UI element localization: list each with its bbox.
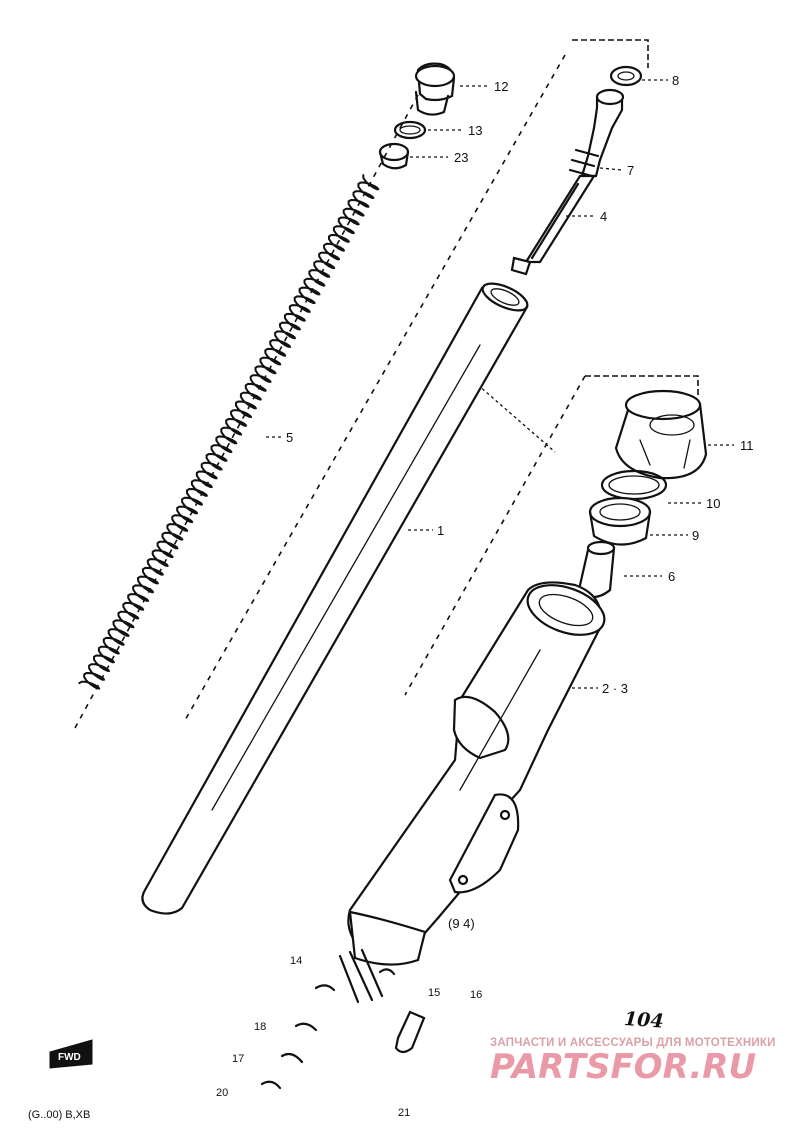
callout-23: 23 [454,150,468,165]
callout-21: 21 [398,1107,410,1119]
part-bottom-hardware [260,948,426,1090]
part-oil-seal [588,496,652,546]
part-outer-tube [347,581,606,966]
part-o-ring [393,120,427,140]
forward-arrow-marker: FWD [49,1039,93,1069]
leader-lines [266,79,734,689]
part-fork-spring [78,174,380,690]
callout-9-4: (9 4) [448,916,475,931]
callout-12: 12 [494,79,508,94]
callout-10: 10 [706,496,720,511]
callout-17: 17 [232,1053,244,1065]
model-caption: (G..00) B,XB [28,1109,90,1121]
page-number: 104 [623,1008,664,1033]
forward-marker-label: FWD [58,1052,81,1063]
centerline-inner-tube [183,54,566,723]
part-spacer [378,142,410,170]
bracket-upper-group [572,39,649,68]
callout-7: 7 [627,163,634,178]
part-stopper-ring [600,469,668,501]
leader-tube-to-bracket [454,364,556,453]
callout-16: 16 [470,989,482,1001]
part-dust-seal [614,389,708,480]
callout-8: 8 [672,73,679,88]
callout-4: 4 [600,209,607,224]
part-cap-bolt [414,62,456,116]
callout-2-3: 2 · 3 [602,681,628,696]
callout-1: 1 [437,523,444,538]
watermark: ЗАПЧАСТИ И АКСЕССУАРЫ ДЛЯ МОТОТЕХНИКИ PA… [490,1037,776,1087]
part-oil-lock-piece [576,540,616,599]
part-inner-fork-tube [141,282,529,915]
callout-11: 11 [740,438,754,453]
callout-18: 18 [254,1021,266,1033]
part-o-ring-inner [399,125,421,135]
watermark-logo: PARTSFOR.RU [490,1047,756,1087]
callout-15: 15 [428,987,440,999]
callout-5: 5 [286,430,293,445]
callout-9: 9 [692,528,699,543]
callout-20: 20 [216,1087,228,1099]
callout-14: 14 [290,955,302,967]
callout-6: 6 [668,569,675,584]
callout-13: 13 [468,123,482,138]
callout-labels: 12 13 23 8 7 4 5 1 11 10 9 6 2 · 3 (9 4)… [216,73,754,1119]
watermark-tagline: ЗАПЧАСТИ И АКСЕССУАРЫ ДЛЯ МОТОТЕХНИКИ [490,1037,776,1049]
part-damper-washer [609,65,643,87]
part-damper-rod [510,88,625,276]
bracket-lower-group [585,375,699,396]
